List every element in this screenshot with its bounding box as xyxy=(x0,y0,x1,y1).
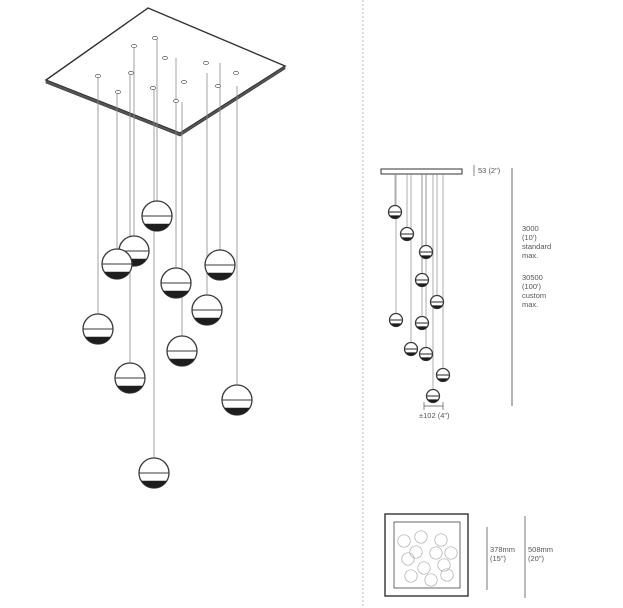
pendant-globe xyxy=(101,248,133,280)
side-globe xyxy=(418,346,434,362)
custom-drop-max: max. xyxy=(522,300,539,309)
canopy-height-label: 53 (2") xyxy=(478,166,500,175)
plan-globe-circles xyxy=(397,530,458,587)
side-globe xyxy=(429,294,445,310)
inner-plate-imperial: (15") xyxy=(490,554,506,563)
standard-drop-note: standard xyxy=(522,242,552,251)
side-globe xyxy=(403,341,419,357)
plan-globe xyxy=(444,546,458,560)
custom-drop-value: 30500 xyxy=(522,273,543,282)
inner-plate-label: 378mm (15") xyxy=(490,545,515,563)
pendant-globe xyxy=(191,294,223,326)
cable-mount xyxy=(173,99,179,103)
standard-drop-value: 3000 xyxy=(522,224,539,233)
pendant-globe xyxy=(138,457,170,489)
cable-mount xyxy=(128,71,134,75)
globe-diameter-label: ±102 (4") xyxy=(419,411,450,420)
cable-mount xyxy=(131,44,137,48)
cable-mount xyxy=(162,56,168,60)
custom-drop-note: custom xyxy=(522,291,547,300)
cable-mount xyxy=(95,74,101,78)
cable-mount xyxy=(115,90,121,94)
plan-globe xyxy=(404,569,418,583)
side-elevation xyxy=(380,165,513,410)
outer-plate-label: 508mm (20") xyxy=(528,545,553,563)
plan-globe xyxy=(429,546,443,560)
side-globe xyxy=(414,272,430,288)
plan-globe xyxy=(401,552,415,566)
side-globes xyxy=(387,204,451,404)
pendant-globe xyxy=(221,384,253,416)
plan-globe xyxy=(424,573,438,587)
side-globe xyxy=(414,315,430,331)
cable-mount xyxy=(181,80,187,84)
custom-drop-label: 30500 (100') custom max. xyxy=(522,273,546,309)
canopy-plate-edge xyxy=(45,65,286,137)
plan-globe xyxy=(437,558,451,572)
perspective-view xyxy=(44,7,287,489)
pendant-globe xyxy=(160,267,192,299)
side-globe xyxy=(435,367,451,383)
pendant-globe xyxy=(166,335,198,367)
plan-globe xyxy=(414,530,428,544)
plan-globe xyxy=(417,561,431,575)
standard-drop-max: max. xyxy=(522,251,539,260)
cable-mount xyxy=(152,36,158,40)
cable-mounts xyxy=(95,36,239,103)
side-globe xyxy=(399,226,415,242)
side-globe xyxy=(388,312,404,328)
side-globe xyxy=(387,204,403,220)
cable-mount xyxy=(233,71,239,75)
standard-drop-imperial: (10') xyxy=(522,233,537,242)
side-globe xyxy=(425,388,441,404)
cable-mount xyxy=(150,86,156,90)
cable-mount xyxy=(215,84,221,88)
cable-mount xyxy=(203,61,209,65)
custom-drop-imperial: (100') xyxy=(522,282,541,291)
plan-globe xyxy=(409,545,423,559)
outer-plate-value: 508mm xyxy=(528,545,554,554)
inner-plate xyxy=(393,521,461,589)
plan-view xyxy=(384,513,526,598)
side-canopy xyxy=(380,168,463,175)
pendant-globe xyxy=(82,313,114,345)
canopy-plate xyxy=(44,7,287,134)
pendant-globe xyxy=(204,249,236,281)
plan-globe xyxy=(397,534,411,548)
outer-plate-imperial: (20") xyxy=(528,554,544,563)
pendant-globe xyxy=(114,362,146,394)
inner-plate-value: 378mm xyxy=(490,545,516,554)
plan-globe xyxy=(440,568,454,582)
plan-globe xyxy=(434,533,448,547)
standard-drop-label: 3000 (10') standard max. xyxy=(522,224,551,260)
side-globe xyxy=(418,244,434,260)
canopy-height-value: 53 xyxy=(478,166,487,175)
pendant-globe xyxy=(141,200,173,232)
pendant-globes xyxy=(82,200,253,489)
canopy-height-imperial: (2") xyxy=(488,166,501,175)
